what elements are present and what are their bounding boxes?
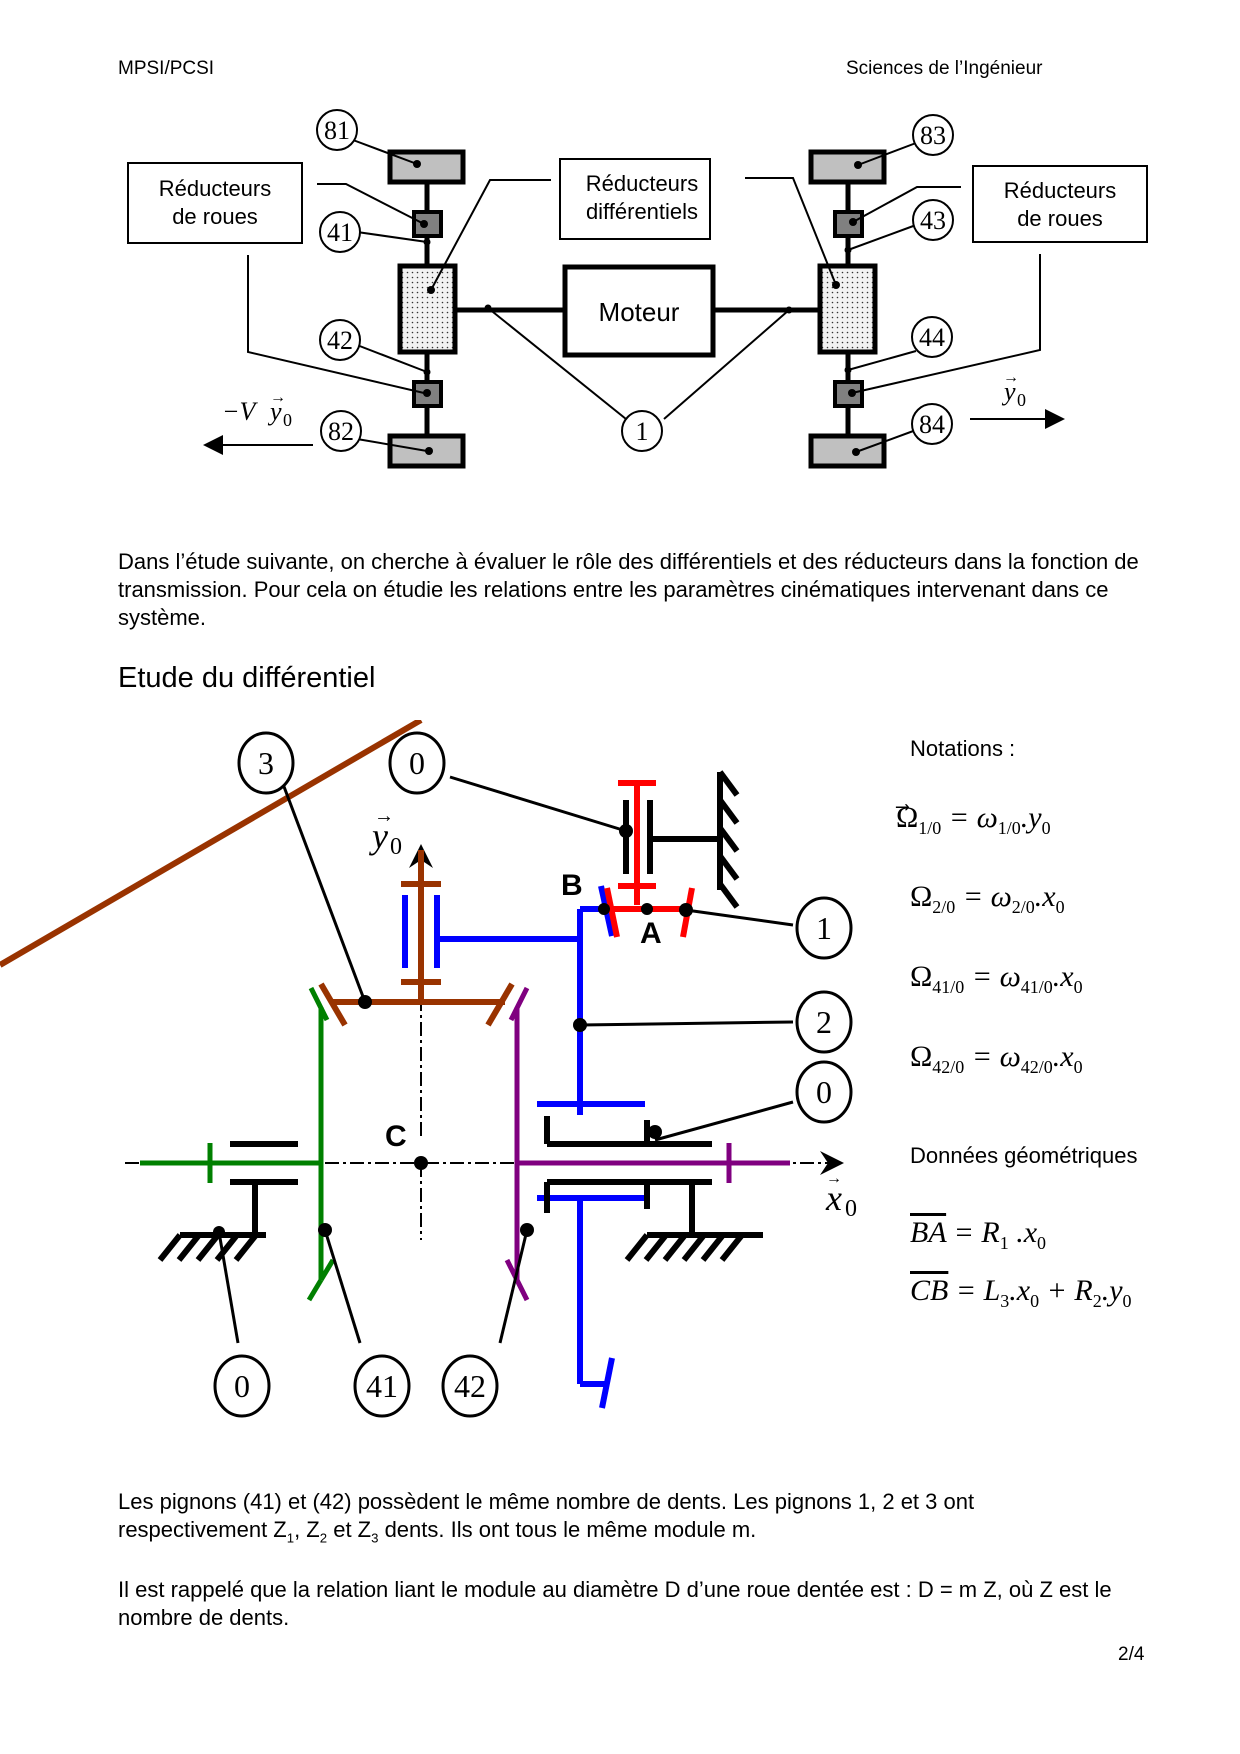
x0-axis-label: x <box>825 1178 842 1218</box>
differential-diagram: 3 0 1 2 0 0 41 42 B A C y → 0 x → 0 <box>0 720 857 1418</box>
label-box-diff-reducers <box>559 158 711 240</box>
box-left-line1: Réducteurs <box>159 176 272 201</box>
wheel-83 <box>808 149 887 185</box>
box-center-line1: Réducteurs <box>586 171 699 196</box>
callout-41: 41 <box>366 1368 398 1404</box>
callout-44: 44 <box>919 323 945 352</box>
wheel-81 <box>387 149 466 185</box>
svg-text:0: 0 <box>283 410 292 430</box>
callout-1: 1 <box>636 417 649 446</box>
callout-84: 84 <box>919 410 945 439</box>
callout-2: 2 <box>816 1004 832 1040</box>
notation-omega-41-0: Ω41/0 = ω41/0.x0 <box>910 960 1083 997</box>
svg-text:y: y <box>267 397 282 426</box>
svg-text:→: → <box>270 389 286 406</box>
part-42-sun-gear <box>504 986 790 1302</box>
velocity-label-left: −V <box>222 397 259 426</box>
notation-omega-1-0: ⃗Ω1/0 = ω1/0.y0 <box>896 801 1051 838</box>
transmission-diagram: Moteur Réducteurs de roues Réducteurs di… <box>127 109 1148 469</box>
callout-81: 81 <box>324 116 350 145</box>
box-right-line2: de roues <box>1017 206 1103 231</box>
geometry-eq-BA: BA = R1 .x0 <box>910 1216 1047 1253</box>
callout-83: 83 <box>920 121 946 150</box>
intro-paragraph: Dans l’étude suivante, on cherche à éval… <box>118 549 1139 630</box>
svg-text:→: → <box>374 805 394 827</box>
pinions-line2: respectivement Z1, Z2 et Z3 dents. Ils o… <box>118 1517 757 1546</box>
callout-3: 3 <box>258 745 274 781</box>
callout-0-top: 0 <box>409 745 425 781</box>
point-B-label: B <box>561 869 583 902</box>
svg-text:0: 0 <box>845 1196 857 1222</box>
header-left: MPSI/PCSI <box>118 58 215 79</box>
point-A-label: A <box>640 917 662 950</box>
svg-text:0: 0 <box>1017 390 1026 410</box>
callout-41: 41 <box>327 218 353 247</box>
label-box-wheel-reducers-left <box>127 162 303 244</box>
notation-omega-42-0: Ω42/0 = ω42/0.x0 <box>910 1040 1083 1077</box>
part-0-frame-left <box>157 1141 298 1262</box>
callout-43: 43 <box>920 206 946 235</box>
y0-label-right: y <box>1001 377 1016 406</box>
label-box-wheel-reducers-right <box>972 165 1148 243</box>
notation-omega-2-0: Ω2/0 = ω2/0.x0 <box>910 880 1065 917</box>
callout-42: 42 <box>327 326 353 355</box>
part-0-frame-right <box>544 1116 763 1262</box>
geometry-eq-CB: CB = L3.x0 + R2.y0 <box>910 1274 1132 1311</box>
part-3-planet-carrier <box>0 720 515 1027</box>
motor-label: Moteur <box>599 297 680 327</box>
y0-axis-label: y <box>369 816 388 856</box>
callout-0-right: 0 <box>816 1074 832 1110</box>
notations-title: Notations : <box>910 736 1016 761</box>
section-title: Etude du différentiel <box>118 662 376 694</box>
box-center-line2: différentiels <box>586 199 698 224</box>
header-right: Sciences de l’Ingénieur <box>846 58 1043 79</box>
pinions-paragraph: Les pignons (41) et (42) possèdent le mê… <box>118 1488 1158 1552</box>
svg-text:0: 0 <box>390 834 402 860</box>
pinions-line1: Les pignons (41) et (42) possèdent le mê… <box>118 1489 975 1514</box>
callout-82: 82 <box>328 417 354 446</box>
differential-left <box>397 263 458 355</box>
wheel-84 <box>808 433 887 469</box>
callout-42: 42 <box>454 1368 486 1404</box>
svg-text:→: → <box>1003 369 1019 386</box>
wheel-reducer-right-top <box>833 210 864 238</box>
differential-right <box>817 263 878 355</box>
module-paragraph: Il est rappelé que la relation liant le … <box>118 1577 1112 1630</box>
box-left-line2: de roues <box>172 204 258 229</box>
callout-0-bottom: 0 <box>234 1368 250 1404</box>
page-number: 2/4 <box>1118 1644 1145 1665</box>
svg-text:→: → <box>826 1170 842 1187</box>
box-right-line1: Réducteurs <box>1004 178 1117 203</box>
callout-1: 1 <box>816 910 832 946</box>
point-C-label: C <box>385 1120 407 1153</box>
motor-box <box>562 264 716 358</box>
geometry-title: Données géométriques <box>910 1143 1138 1168</box>
